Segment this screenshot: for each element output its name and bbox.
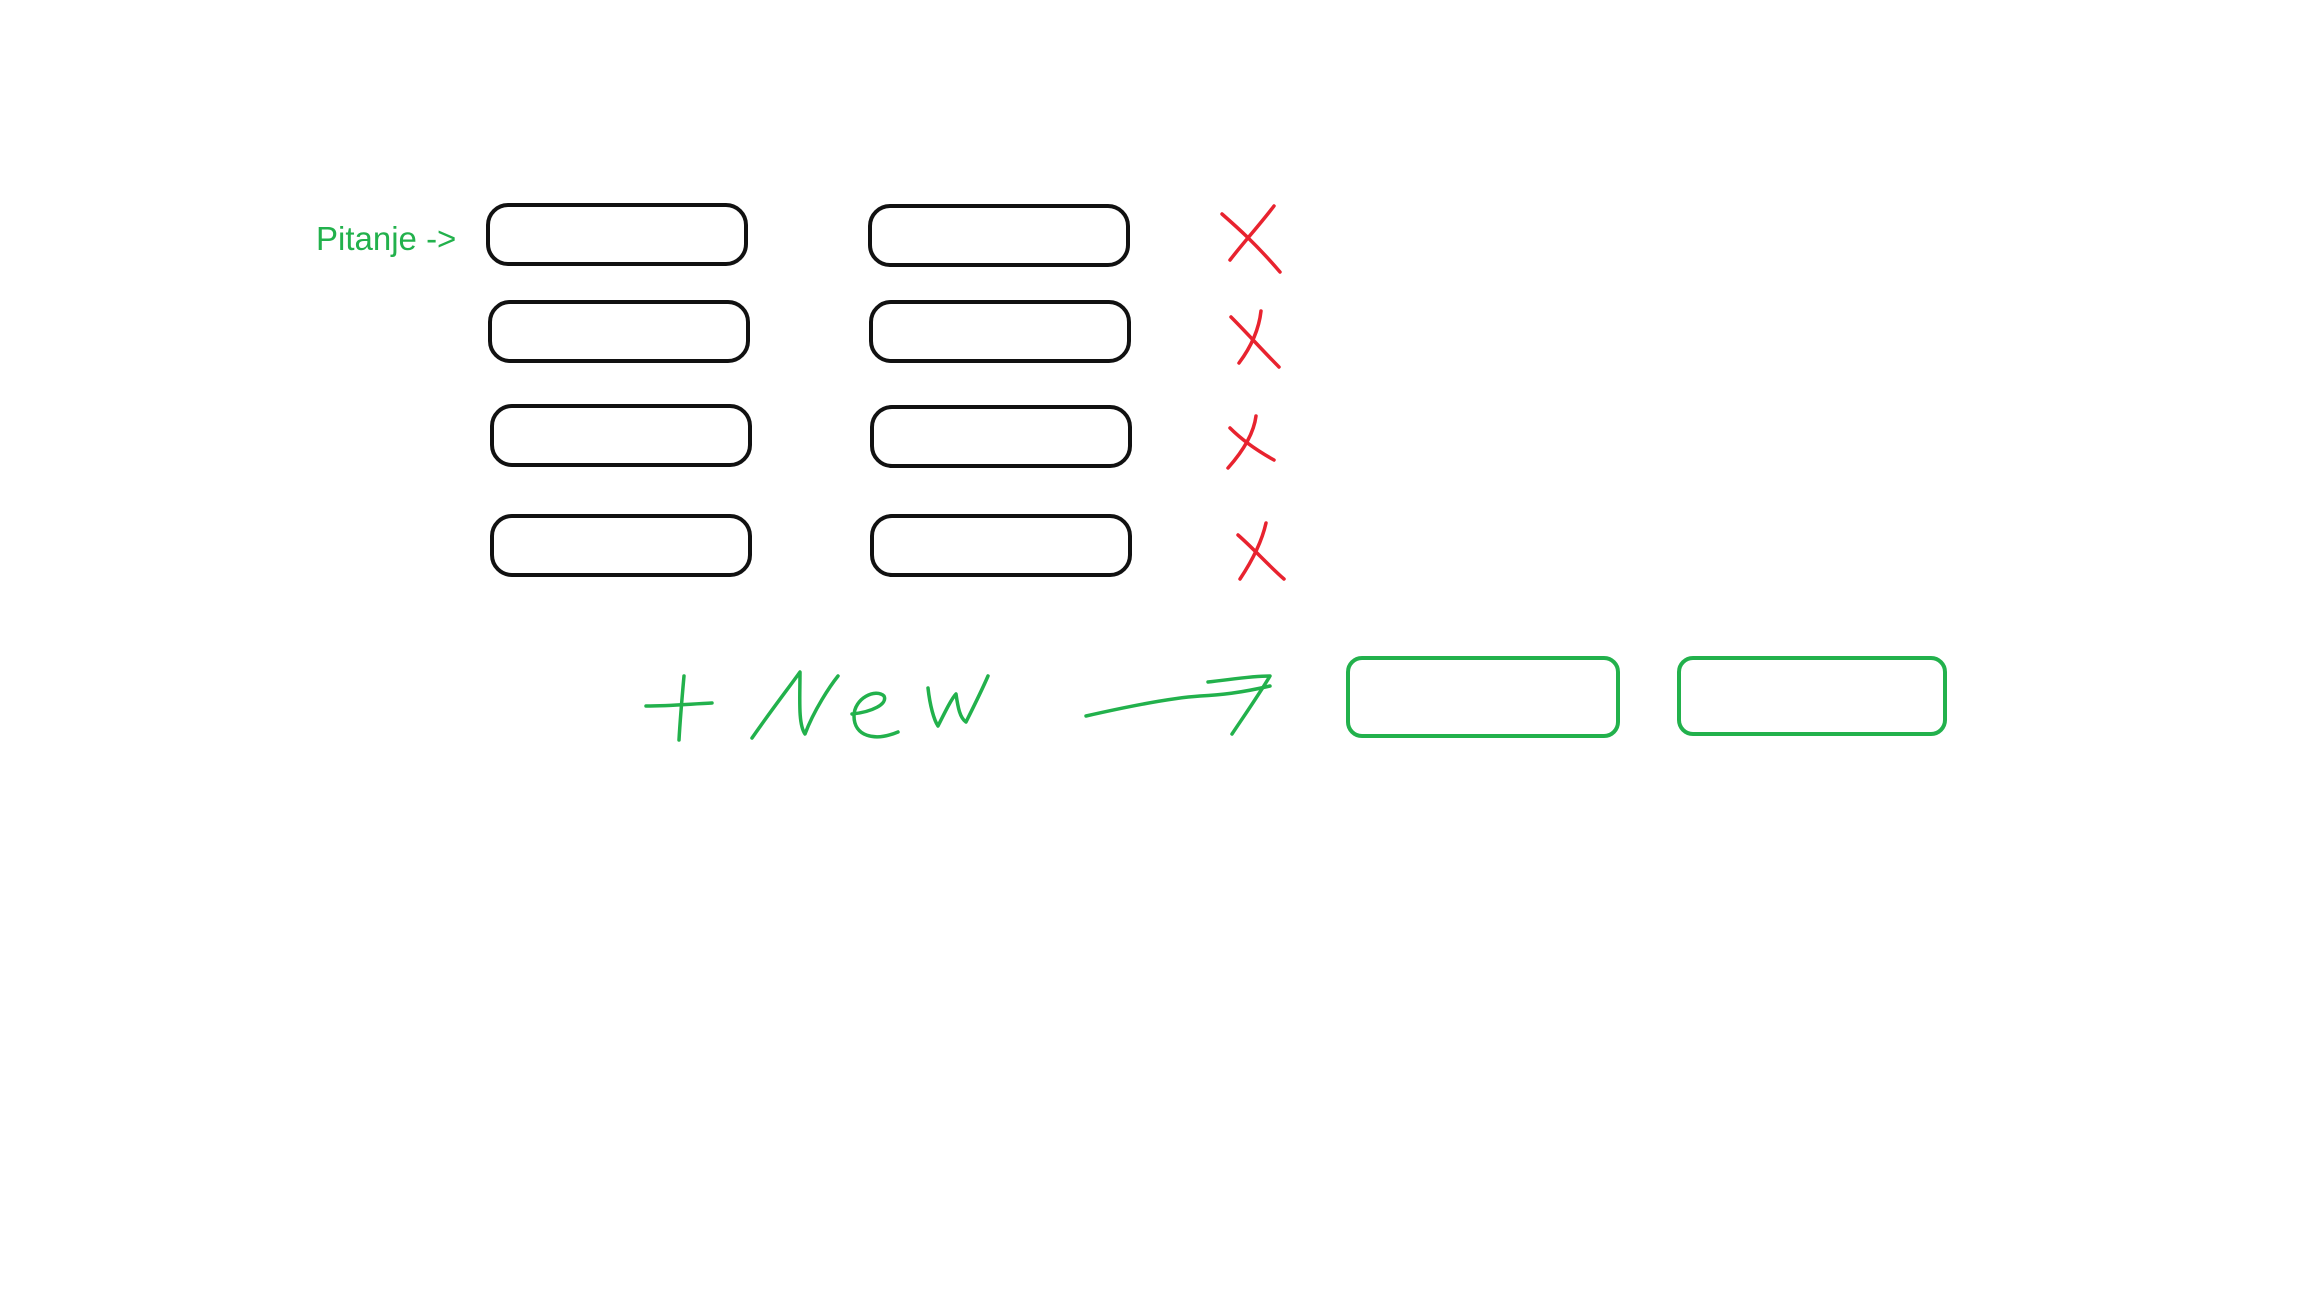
delete-row-button[interactable] <box>1222 408 1292 488</box>
answer-input[interactable] <box>870 405 1132 468</box>
delete-row-button[interactable] <box>1232 515 1302 595</box>
add-new-row[interactable]: New <box>640 650 1280 760</box>
delete-row-button[interactable] <box>1225 303 1295 383</box>
x-mark-icon <box>1229 309 1281 369</box>
x-mark-icon <box>1226 414 1276 470</box>
question-input[interactable] <box>490 514 752 577</box>
question-input[interactable] <box>486 203 748 266</box>
x-mark-icon <box>1236 521 1286 581</box>
add-new-handwriting <box>644 670 1272 742</box>
plus-icon <box>644 674 714 742</box>
question-input[interactable] <box>488 300 750 363</box>
answer-input[interactable] <box>868 204 1130 267</box>
new-question-input[interactable] <box>1346 656 1620 738</box>
x-mark-icon <box>1220 204 1282 274</box>
new-answer-input[interactable] <box>1677 656 1947 736</box>
answer-input[interactable] <box>870 514 1132 577</box>
question-input[interactable] <box>490 404 752 467</box>
question-label: Pitanje -> <box>316 220 457 257</box>
delete-row-button[interactable] <box>1218 198 1288 278</box>
arrow-right-icon <box>1084 674 1272 736</box>
answer-input[interactable] <box>869 300 1131 363</box>
